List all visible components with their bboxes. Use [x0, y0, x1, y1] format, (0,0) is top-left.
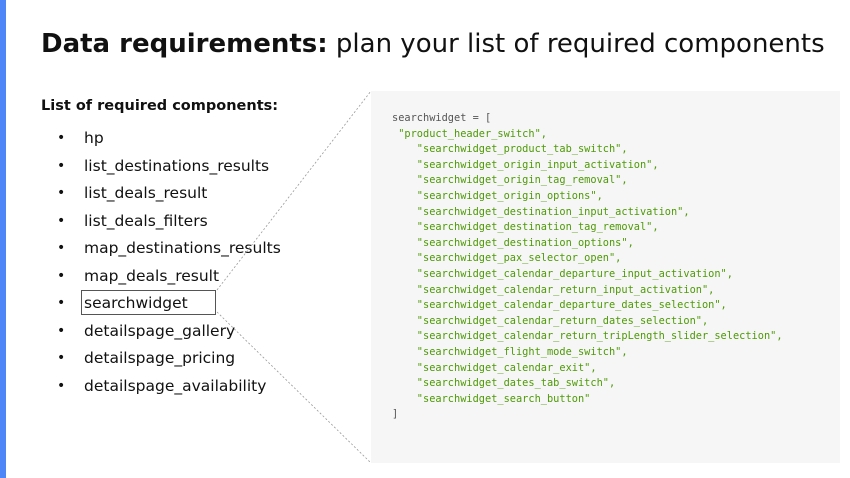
list-bullet: •: [57, 377, 66, 394]
zoom-connector-bottom: [216, 311, 372, 464]
list-item-label: list_deals_result: [84, 184, 208, 202]
list-bullet: •: [57, 350, 66, 366]
code-close-line: ]: [392, 408, 399, 421]
code-entry: "searchwidget_destination_input_activati…: [392, 205, 690, 218]
code-entry: "searchwidget_flight_mode_switch",: [392, 345, 628, 358]
list-item-label: map_deals_result: [84, 266, 220, 285]
code-entry: "searchwidget_origin_options",: [392, 189, 603, 202]
list-item-label: detailspage_gallery: [84, 321, 236, 340]
code-open-line: searchwidget = [: [392, 112, 492, 124]
code-entry: "searchwidget_calendar_return_tripLength…: [392, 330, 783, 343]
code-entry: "searchwidget_calendar_return_dates_sele…: [392, 314, 709, 327]
code-entry: "searchwidget_product_tab_switch",: [392, 143, 628, 156]
code-entry: "searchwidget_origin_input_activation",: [392, 158, 659, 171]
code-entry: "searchwidget_dates_tab_switch",: [392, 377, 616, 390]
code-panel: searchwidget = [ "product_header_switch"…: [371, 91, 840, 463]
list-item-label: detailspage_availability: [84, 376, 267, 395]
list-item-label: list_deals_filters: [84, 211, 208, 230]
code-entry: "searchwidget_calendar_exit",: [392, 361, 597, 374]
code-entry: "searchwidget_origin_tag_removal",: [392, 174, 628, 187]
list-bullet: •: [57, 240, 66, 256]
zoom-connector-top: [216, 90, 372, 291]
code-entry: "searchwidget_calendar_return_input_acti…: [392, 283, 715, 296]
list-bullet: •: [57, 322, 66, 339]
accent-bar: [0, 0, 6, 478]
code-entry: "searchwidget_destination_tag_removal",: [392, 221, 659, 234]
list-item-label: list_destinations_results: [84, 156, 270, 175]
components-list-heading: List of required components:: [41, 98, 279, 114]
code-entry: "searchwidget_calendar_departure_input_a…: [392, 267, 733, 280]
list-item-label: map_destinations_results: [84, 239, 281, 257]
list-bullet: •: [57, 267, 66, 284]
slide-title-bold: Data requirements:: [41, 29, 328, 59]
list-bullet: •: [57, 295, 66, 311]
list-bullet: •: [57, 157, 66, 174]
highlighted-item-label: searchwidget: [81, 290, 216, 315]
list-item-label: hp: [84, 129, 104, 147]
code-entry: "searchwidget_calendar_departure_dates_s…: [392, 299, 727, 312]
list-bullet: •: [57, 130, 66, 146]
list-bullet: •: [57, 212, 66, 229]
slide-title-rest: plan your list of required components: [327, 29, 825, 59]
slide-title: Data requirements: plan your list of req…: [41, 24, 825, 64]
list-bullet: •: [57, 185, 66, 201]
code-entry: "product_header_switch",: [392, 127, 547, 140]
code-entry: "searchwidget_pax_selector_open",: [392, 252, 622, 265]
code-entry: "searchwidget_search_button": [392, 392, 591, 405]
list-item-label: detailspage_pricing: [84, 349, 236, 367]
code-entry: "searchwidget_destination_options",: [392, 236, 634, 249]
